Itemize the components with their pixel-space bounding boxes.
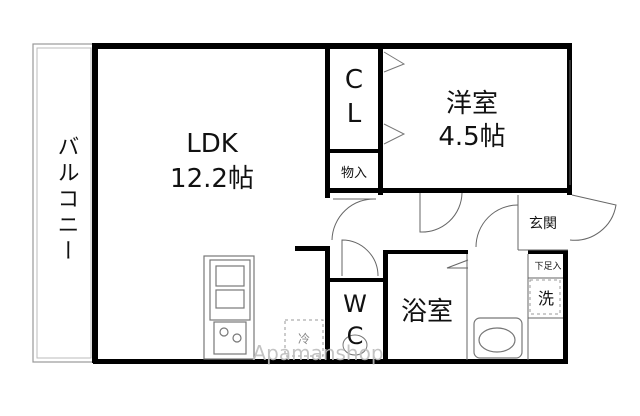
bathroom-label: 浴室	[401, 297, 453, 327]
balcony-label: バルコニー	[54, 135, 79, 265]
door-swings	[331, 192, 617, 277]
watermark-text: Apamanshop	[252, 341, 383, 365]
entrance-label: 玄関	[529, 215, 557, 232]
fridge-space	[284, 319, 324, 357]
washer-label: 洗	[538, 289, 554, 308]
toilet-icon	[342, 334, 368, 356]
interior-lines	[333, 60, 571, 360]
wc-label-bottom: C	[347, 322, 364, 350]
sink-icon	[473, 317, 523, 359]
wc-label-top: W	[343, 290, 367, 318]
fridge-label: 冷	[298, 332, 310, 346]
washer-area	[529, 279, 561, 315]
western-room-size: 4.5帖	[438, 122, 505, 152]
closet-doors	[383, 51, 406, 145]
closet-label-bottom: L	[347, 99, 362, 129]
shoe-box-label: 下足入	[534, 261, 561, 272]
storage-label: 物入	[341, 166, 367, 181]
kitchen-counter	[203, 255, 255, 360]
ldk-name: LDK	[186, 129, 239, 159]
western-room-name: 洋室	[446, 89, 498, 119]
closet-label-top: C	[345, 65, 363, 95]
walls	[92, 43, 572, 364]
ldk-size: 12.2帖	[170, 164, 254, 194]
